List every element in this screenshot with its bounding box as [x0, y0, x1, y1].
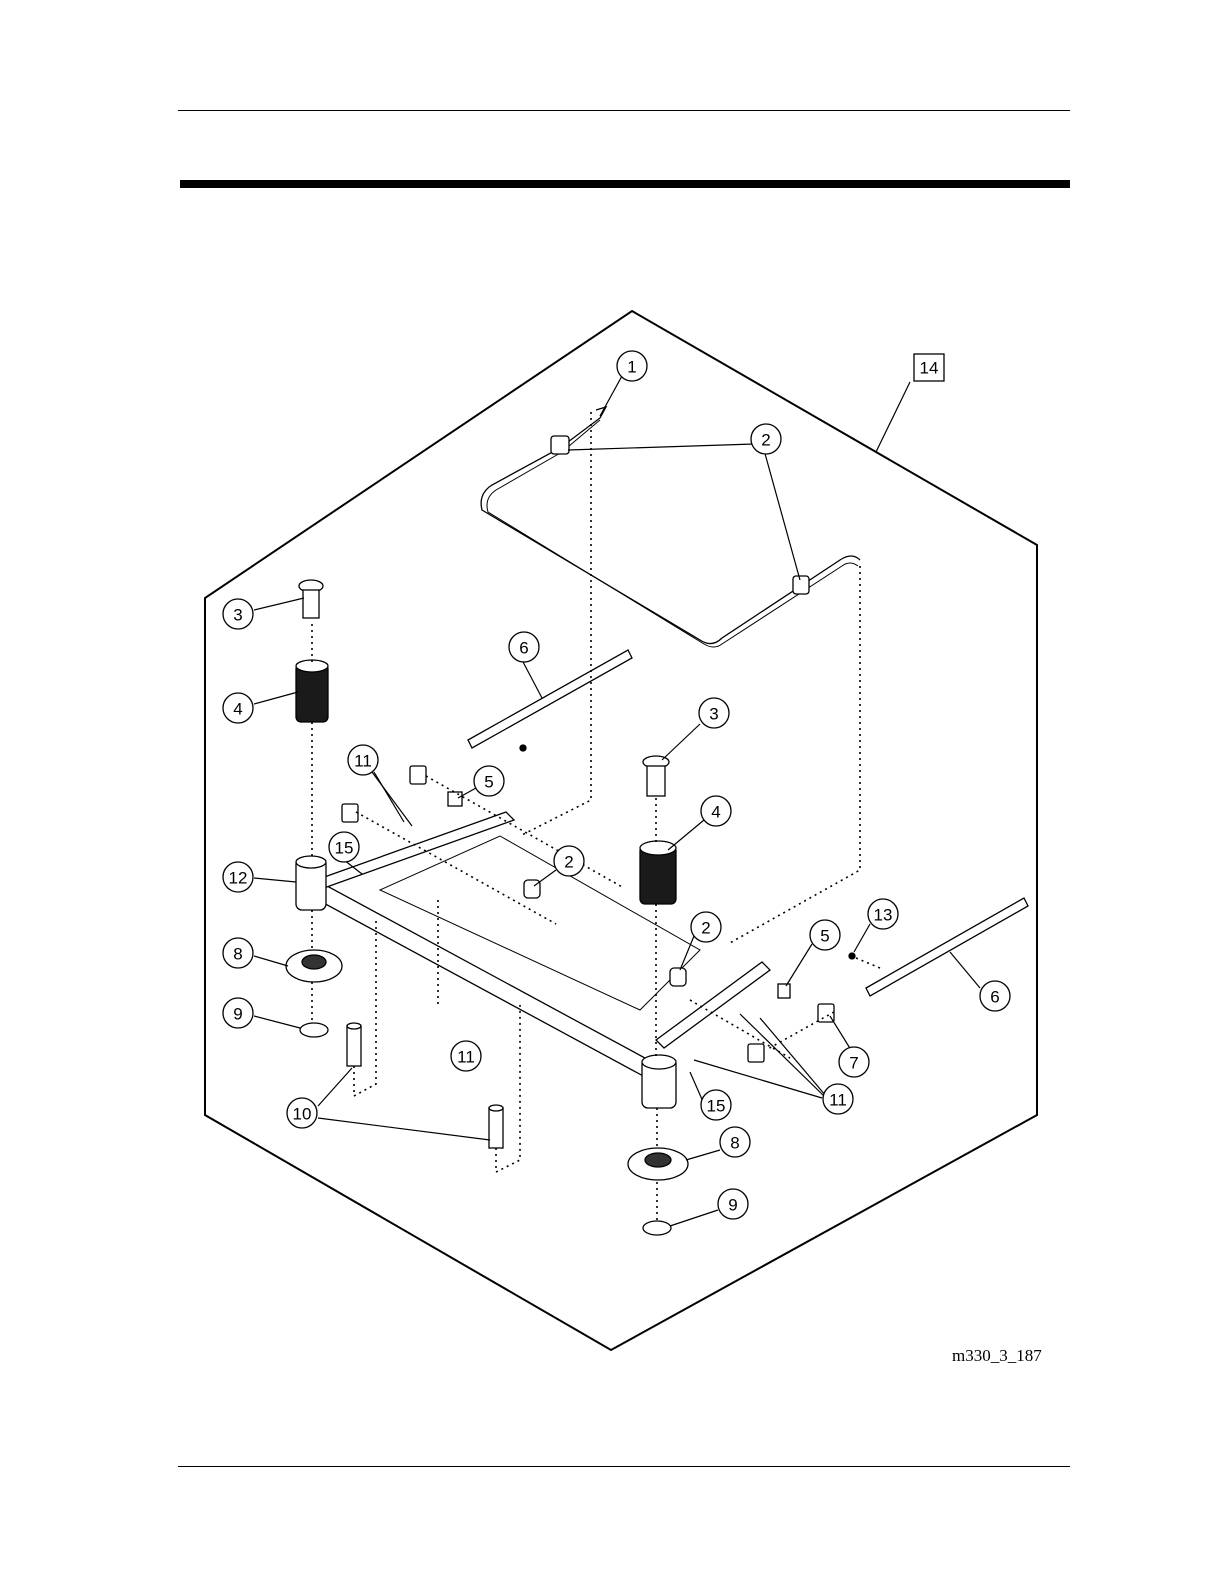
caster-wheel-left: [286, 950, 342, 982]
figure-id: m330_3_187: [952, 1346, 1042, 1366]
bail-clip-lower: [793, 576, 809, 594]
callout-c2b: 2: [554, 846, 584, 876]
callout-label: 11: [829, 1091, 847, 1110]
screw-13: [849, 953, 855, 959]
callout-label: 15: [335, 839, 354, 858]
callout-label: 11: [457, 1048, 475, 1067]
callout-label: 8: [233, 945, 242, 964]
cap-right: [643, 756, 669, 796]
assembly-boundary: [205, 311, 1037, 1350]
callout-c1: 1: [617, 351, 647, 381]
callout-c4b: 4: [701, 796, 731, 826]
screw-rail-upper: [520, 745, 526, 751]
callout-box-14: 14: [914, 354, 944, 381]
bail-clip-upper: [551, 436, 569, 454]
callout-label: 6: [990, 988, 999, 1007]
clip-5-right: [778, 984, 790, 998]
latch-2-right: [670, 968, 686, 986]
slide-rail-upper: [468, 650, 632, 748]
callout-label: 4: [711, 803, 720, 822]
base-frame-front-bar: [316, 880, 658, 1084]
callout-c8b: 8: [720, 1127, 750, 1157]
callout-c9a: 9: [223, 998, 253, 1028]
slide-block-upper-b: [342, 804, 358, 822]
callout-label: 9: [233, 1005, 242, 1024]
callout-c2c: 2: [691, 912, 721, 942]
assembly-line-upper-blocks: [356, 776, 624, 924]
callout-label: 11: [354, 752, 372, 771]
callout-c2a: 2: [751, 424, 781, 454]
callout-c11c: 11: [823, 1084, 853, 1114]
callout-c10: 10: [287, 1098, 317, 1128]
bushing-left: [296, 660, 328, 722]
callout-c5b: 5: [810, 920, 840, 950]
callout-label: 2: [701, 919, 710, 938]
callout-label: 2: [564, 853, 573, 872]
callout-label: 12: [229, 869, 248, 888]
callout-label: 15: [707, 1097, 726, 1116]
callout-label: 4: [233, 700, 242, 719]
callout-label: 2: [761, 431, 770, 450]
callout-label: 5: [484, 773, 493, 792]
callout-c8a: 8: [223, 938, 253, 968]
clip-5-upper: [448, 792, 462, 806]
callout-label: 8: [730, 1134, 739, 1153]
callout-c15b: 15: [701, 1090, 731, 1120]
slide-block-7-b: [748, 1044, 764, 1062]
washer-left: [300, 1023, 328, 1037]
callout-c3b: 3: [699, 698, 729, 728]
callout-c3a: 3: [223, 599, 253, 629]
callout-c12: 12: [223, 862, 253, 892]
callout-label: 3: [709, 705, 718, 724]
callout-c6a: 6: [509, 632, 539, 662]
callout-label: 3: [233, 606, 242, 625]
callout-label: 6: [519, 639, 528, 658]
callout-c9b: 9: [718, 1189, 748, 1219]
pin-right: [489, 1105, 503, 1148]
assembly-line-rod: [520, 412, 591, 836]
callout-label: 7: [849, 1054, 858, 1073]
washer-right: [643, 1221, 671, 1235]
callout-label-14: 14: [920, 359, 939, 378]
callout-c15a: 15: [329, 832, 359, 862]
wire-rod-part: [481, 407, 860, 644]
callout-c11b: 11: [451, 1041, 481, 1071]
callout-label: 13: [874, 906, 893, 925]
callout-c13: 13: [868, 899, 898, 929]
slide-block-upper-a: [410, 766, 426, 784]
callout-label: 9: [728, 1196, 737, 1215]
callout-c5a: 5: [474, 766, 504, 796]
callout-c11a: 11: [348, 745, 378, 775]
callout-label: 5: [820, 927, 829, 946]
callout-c6b: 6: [980, 981, 1010, 1011]
bushing-right: [640, 841, 676, 904]
callout-label: 1: [627, 358, 636, 377]
cap-left: [299, 580, 323, 618]
caster-wheel-right: [628, 1148, 688, 1180]
callout-c7: 7: [839, 1047, 869, 1077]
callout-label: 10: [293, 1105, 312, 1124]
assembly-line-rod-right: [728, 566, 860, 944]
callout-c4a: 4: [223, 693, 253, 723]
pin-left: [347, 1023, 361, 1066]
